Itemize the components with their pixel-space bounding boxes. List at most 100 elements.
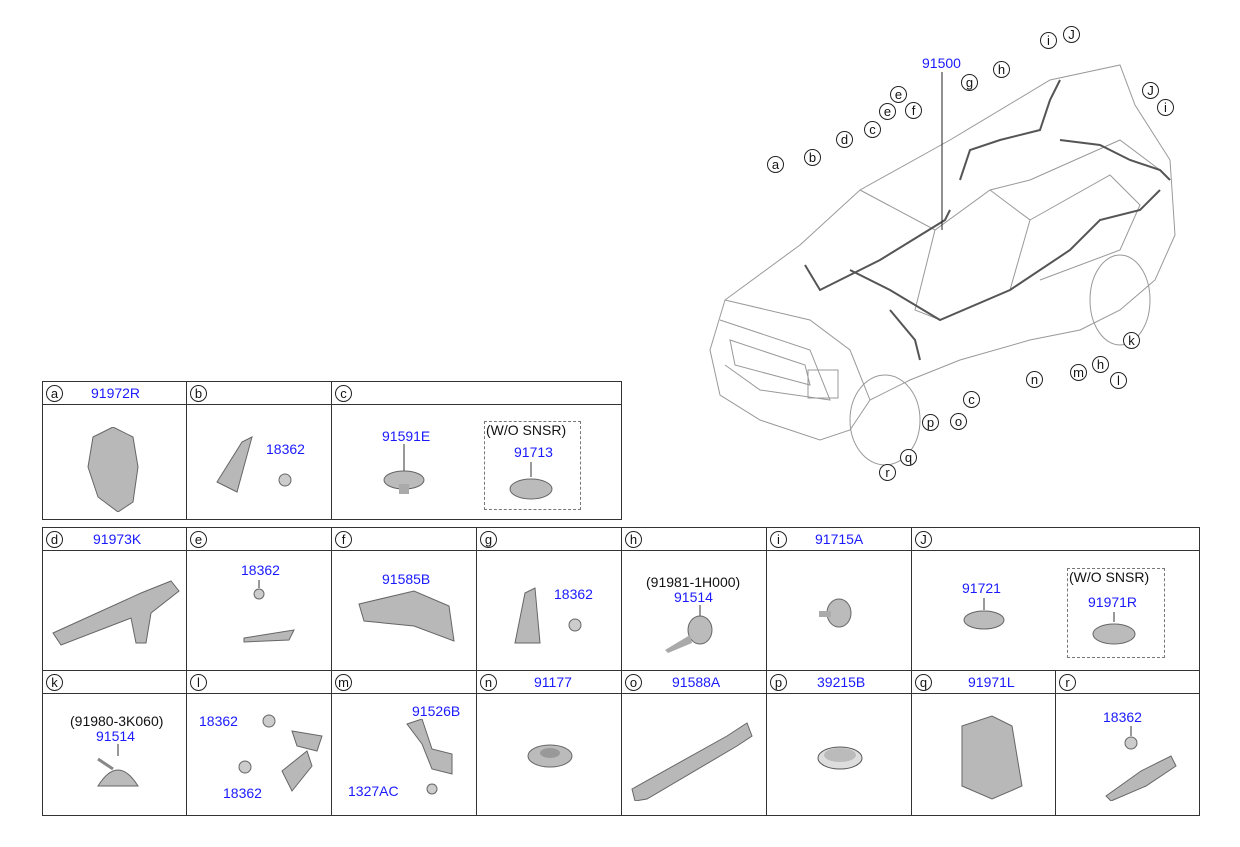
part-number[interactable]: 18362 — [199, 713, 238, 729]
part-number[interactable]: 91526B — [412, 703, 461, 719]
ground-wire-bolt-icon — [238, 714, 323, 792]
cell-letter: m — [335, 674, 352, 691]
without-sensor-box — [484, 421, 581, 510]
cell-a: a 91972R — [42, 381, 187, 520]
cell-letter: b — [190, 385, 207, 402]
grommet-icon — [97, 744, 139, 787]
callout-c: c — [963, 391, 980, 408]
callout-e: e — [890, 86, 907, 103]
part-number[interactable]: 39215B — [817, 674, 866, 690]
callout-d: d — [836, 131, 853, 148]
cell-b: b 18362 — [186, 381, 332, 520]
grommet-icon — [527, 744, 573, 768]
alt-part-number[interactable]: 91971R — [1088, 594, 1138, 610]
cell-letter: J — [915, 531, 932, 548]
cell-l: l 18362 18362 — [186, 670, 332, 816]
callout-h: h — [1092, 356, 1109, 373]
part-number[interactable]: 18362 — [241, 562, 280, 578]
cell-k: k (91980-3K060) 91514 — [42, 670, 187, 816]
part-number[interactable]: 91972R — [91, 385, 141, 401]
callout-g: g — [961, 74, 978, 91]
callout-q: q — [900, 449, 917, 466]
junction-box-cover-icon — [87, 427, 139, 512]
cell-p: p 39215B — [766, 670, 912, 816]
part-number[interactable]: 91514 — [674, 589, 713, 605]
part-number[interactable]: 91177 — [534, 674, 572, 690]
cell-letter: h — [625, 531, 642, 548]
callout-j: J — [1142, 82, 1159, 99]
part-number[interactable]: 91514 — [96, 728, 135, 744]
variant-note: (W/O SNSR) — [486, 422, 567, 438]
cell-o: o 91588A — [621, 670, 767, 816]
part-number[interactable]: 91971L — [968, 674, 1015, 690]
callout-m: m — [1070, 364, 1087, 381]
vehicle-diagram — [709, 64, 1176, 466]
junction-box-cover-icon — [961, 715, 1023, 800]
part-number[interactable]: 18362 — [554, 586, 593, 602]
cell-i: i 91715A — [766, 527, 912, 671]
cell-j: J 91721 (W/O SNSR) 91971R — [911, 527, 1200, 671]
callout-l: l — [1110, 372, 1127, 389]
main-harness-part-number[interactable]: 91500 — [922, 55, 961, 71]
ground-wire-bolt-icon — [514, 587, 582, 644]
callout-i: i — [1040, 32, 1057, 49]
cell-letter: p — [770, 674, 787, 691]
grommet-icon — [383, 444, 425, 494]
cell-letter: a — [46, 385, 63, 402]
cell-letter: d — [46, 531, 63, 548]
callout-c: c — [864, 121, 881, 138]
bracket-icon — [358, 590, 455, 642]
part-number[interactable]: 91721 — [962, 580, 1001, 596]
bracket-icon — [406, 719, 453, 795]
cell-c: c 91591E (W/O SNSR) 91713 — [331, 381, 622, 520]
part-number[interactable]: 18362 — [266, 441, 305, 457]
callout-b: b — [804, 149, 821, 166]
cell-m: m 91526B 1327AC — [331, 670, 477, 816]
cell-q: q 91971L — [911, 670, 1056, 816]
cell-e: e 18362 — [186, 527, 332, 671]
grommet-icon — [819, 598, 852, 628]
bolt-terminal-icon — [243, 580, 295, 643]
cell-d: d 91973K — [42, 527, 187, 671]
callout-a: a — [767, 156, 784, 173]
cell-letter: c — [335, 385, 352, 402]
callout-f: f — [905, 102, 922, 119]
cell-h: h (91981-1H000) 91514 — [621, 527, 767, 671]
callout-h: h — [993, 61, 1010, 78]
cell-g: g 18362 — [476, 527, 622, 671]
part-number-2[interactable]: 18362 — [223, 785, 262, 801]
part-number[interactable]: 91591E — [382, 428, 431, 444]
cell-letter: i — [770, 531, 787, 548]
cell-letter: e — [190, 531, 207, 548]
alt-part-number[interactable]: 91713 — [514, 444, 553, 460]
callout-j: J — [1063, 26, 1080, 43]
without-sensor-box — [1067, 568, 1165, 658]
variant-note: (91980-3K060) — [70, 713, 164, 729]
cell-n: n 91177 — [476, 670, 622, 816]
plug-icon — [1092, 612, 1136, 645]
part-number[interactable]: 18362 — [1103, 709, 1142, 725]
plug-icon — [509, 462, 553, 500]
callout-o: o — [950, 413, 967, 430]
cell-letter: g — [480, 531, 497, 548]
cell-r: r 18362 — [1055, 670, 1200, 816]
cell-letter: r — [1059, 674, 1076, 691]
cell-letter: o — [625, 674, 642, 691]
cell-letter: n — [480, 674, 497, 691]
part-number[interactable]: 91585B — [382, 571, 431, 587]
variant-note: (91981-1H000) — [646, 574, 741, 590]
variant-note: (W/O SNSR) — [1069, 569, 1150, 585]
callout-p: p — [922, 414, 939, 431]
part-number-2[interactable]: 1327AC — [348, 783, 399, 799]
part-number[interactable]: 91715A — [815, 531, 864, 547]
cell-letter: q — [915, 674, 932, 691]
callout-i: i — [1157, 99, 1174, 116]
cell-letter: f — [335, 531, 352, 548]
cell-letter: k — [46, 674, 63, 691]
plug-icon — [817, 746, 863, 770]
part-number[interactable]: 91588A — [672, 674, 721, 690]
protector-icon — [631, 722, 753, 801]
cell-letter: l — [190, 674, 207, 691]
ground-wire-bolt-icon — [1105, 726, 1177, 801]
part-number[interactable]: 91973K — [93, 531, 142, 547]
